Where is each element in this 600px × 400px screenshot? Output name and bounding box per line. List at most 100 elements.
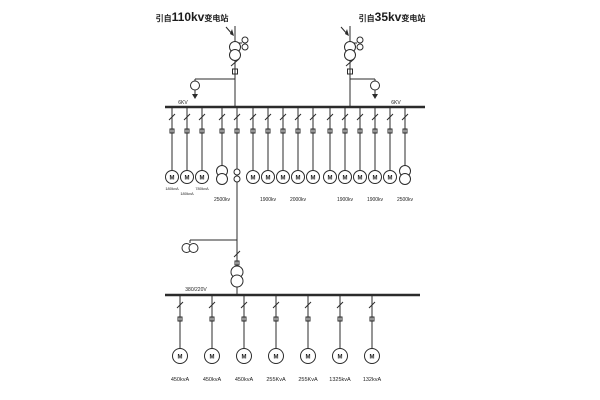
title-110kv-source: 引自110kv变电站 (156, 10, 229, 24)
breaker-box (342, 128, 348, 134)
transformer-secondary-circle (344, 49, 356, 61)
switch-slash (168, 113, 176, 121)
switch-slash (249, 113, 257, 121)
motor-circle (368, 170, 382, 184)
switch-slash (304, 301, 312, 309)
instrument-circle (241, 36, 249, 44)
motor-circle (261, 170, 275, 184)
pt-circle (190, 80, 200, 91)
motor-feeder: M 2000kv (290, 107, 307, 203)
motor-circle (195, 170, 209, 184)
breaker-box (305, 316, 311, 322)
motor-letter: M (185, 176, 190, 182)
motor-feeder: M 1900kv (260, 107, 277, 203)
breaker-box (199, 128, 205, 134)
load-rating-label: 132kvA (363, 377, 382, 383)
switch-slash (233, 250, 241, 258)
motor-feeder: M (246, 107, 260, 184)
switch-slash (294, 113, 302, 121)
switch-slash (230, 58, 240, 67)
breaker-box (265, 128, 271, 134)
motor-rating-label: 780kvA (195, 186, 209, 191)
load-feeder: M 132kvA (363, 295, 382, 383)
transformer-secondary-circle (216, 173, 228, 185)
motor-letter: M (343, 176, 348, 182)
ct-circle (233, 168, 241, 176)
switch-slash (371, 113, 379, 121)
breaker-box (184, 128, 190, 134)
load-circle (332, 348, 348, 364)
motor-feeder: M (306, 107, 320, 184)
transformer-feeder: 2500kv (397, 107, 414, 203)
motor-circle (306, 170, 320, 184)
motor-letter: M (328, 176, 333, 182)
motor-letter: M (373, 176, 378, 182)
motor-circle (383, 170, 397, 184)
load-circle (268, 348, 284, 364)
motor-capacity-label: 2000kv (290, 197, 307, 203)
motor-circle (338, 170, 352, 184)
breaker-box (310, 128, 316, 134)
load-rating-label: 450kvA (203, 377, 222, 383)
motor-feeder: M 1900kv (367, 107, 384, 203)
motor-letter: M (281, 176, 286, 182)
bus-voltage-label-left: 6KV (178, 100, 188, 106)
breaker-box (387, 128, 393, 134)
switch-slash (272, 301, 280, 309)
load-circle (300, 348, 316, 364)
switch-slash (218, 113, 226, 121)
breaker-box (357, 128, 363, 134)
breaker-box (347, 68, 353, 75)
switch-slash (345, 58, 355, 67)
bus-6kv: 6KV 6KV (165, 100, 425, 109)
motor-letter: M (170, 176, 175, 182)
motor-feeder: M 780kvA (195, 107, 209, 191)
motor-circle (165, 170, 179, 184)
motor-capacity-label: 1900kv (367, 197, 384, 203)
switch-slash (341, 113, 349, 121)
switch-slash (183, 113, 191, 121)
motor-letter: M (210, 355, 215, 361)
motor-feeder: M (353, 107, 367, 184)
load-rating-label: 255KvA (298, 377, 318, 383)
load-circle (364, 348, 380, 364)
load-rating-label: 450kvA (235, 377, 254, 383)
ct-circle (233, 175, 241, 183)
instrument-circle (356, 36, 364, 44)
transformer-feeder: 2500kv (214, 107, 231, 203)
breaker-box (273, 316, 279, 322)
motor-letter: M (388, 176, 393, 182)
arrester-arrow (372, 94, 378, 99)
bus-voltage-label-right: 6KV (391, 100, 401, 106)
switch-slash (401, 113, 409, 121)
title-35kv-source: 引自35kv变电站 (359, 10, 426, 24)
switch-slash (326, 113, 334, 121)
switch-slash (279, 113, 287, 121)
motor-letter: M (370, 355, 375, 361)
motor-circle (353, 170, 367, 184)
breaker-box (232, 68, 238, 75)
switch-slash (208, 301, 216, 309)
load-feeder: M 450kvA (171, 295, 190, 383)
switch-slash (233, 113, 241, 121)
load-circle (172, 348, 188, 364)
breaker-box (219, 128, 225, 134)
switch-slash (176, 301, 184, 309)
transformer-rating-label: 2500kv (397, 197, 414, 203)
switch-slash (368, 301, 376, 309)
load-circle (236, 348, 252, 364)
motor-letter: M (338, 355, 343, 361)
transformer-secondary-circle (230, 274, 244, 288)
motor-letter: M (274, 355, 279, 361)
motor-rating-label: 180kvA (165, 186, 179, 191)
motor-feeder: M 180kvA (165, 107, 179, 191)
bus-voltage-label: 380/220V (185, 287, 207, 293)
transformer-secondary-circle (229, 49, 241, 61)
motor-capacity-label: 1900kv (260, 197, 277, 203)
motor-feeder: M 180kvA (180, 107, 194, 196)
distribution-drop (181, 107, 244, 295)
load-rating-label: 450kvA (171, 377, 190, 383)
transformer-rating-label: 2500kv (214, 197, 231, 203)
